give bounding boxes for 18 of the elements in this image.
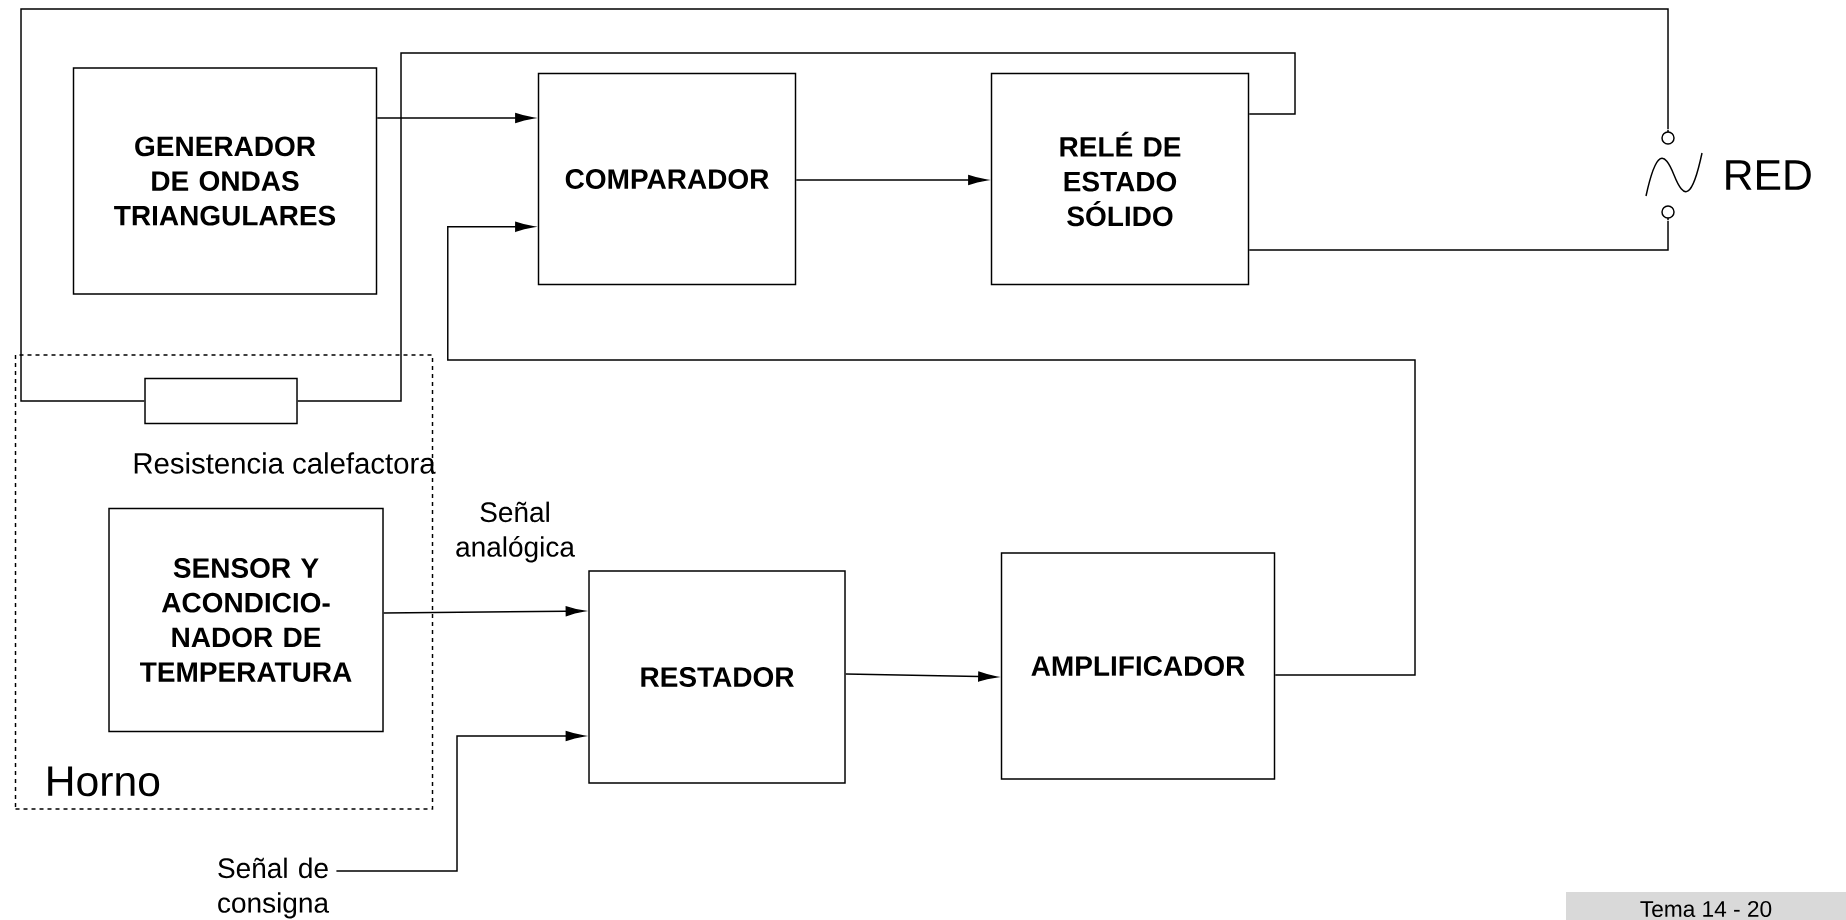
process-box: COMPARADOR — [537, 72, 797, 286]
process-box: SENSOR Y ACONDICIO- NADOR DE TEMPERATURA — [108, 507, 384, 733]
connector-line — [20, 8, 1669, 402]
edge-label: Señal analógica — [456, 501, 575, 563]
arrow — [383, 606, 585, 617]
boundary-label: Horno — [48, 766, 160, 797]
arrow — [335, 730, 585, 872]
source-label: RED — [1726, 160, 1811, 190]
connector-line — [1248, 220, 1669, 251]
component-label: Resistencia calefactora — [134, 452, 436, 474]
process-box: AMPLIFICADOR — [1000, 552, 1276, 780]
process-box: GENERADOR DE ONDAS TRIANGULARES — [72, 67, 378, 295]
connector-line — [297, 52, 1296, 402]
process-box: RESTADOR — [588, 570, 846, 784]
process-box: RELÉ DE ESTADO SÓLIDO — [990, 72, 1250, 286]
arrow — [447, 221, 1416, 676]
page-number: Tema 14 - 20 — [1566, 892, 1846, 920]
signal-label: Señal de consigna — [218, 857, 330, 919]
